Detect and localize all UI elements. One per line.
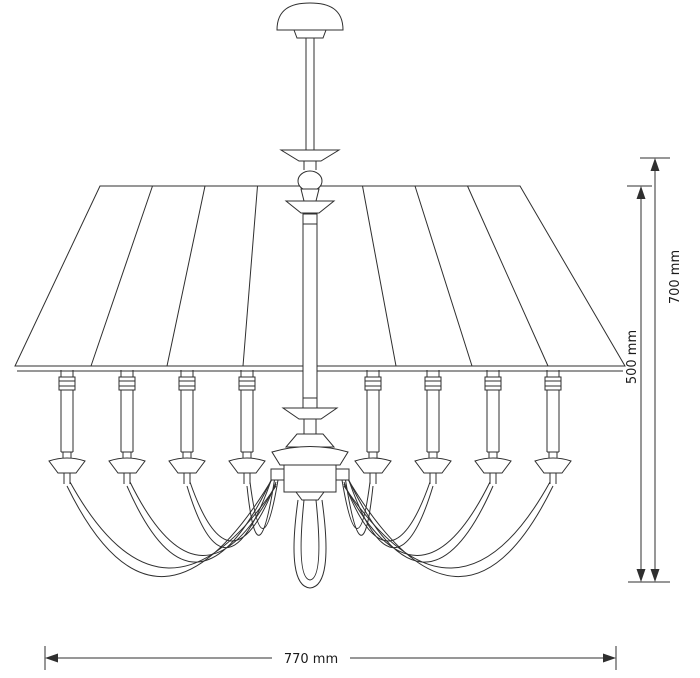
dimension-shade-height: 500 mm <box>625 186 652 582</box>
ceiling-canopy <box>277 3 343 38</box>
candle <box>414 369 452 485</box>
candle <box>48 369 86 485</box>
shade-height-dimension-label: 500 mm <box>625 330 640 384</box>
dimension-width: 770 mm <box>45 646 616 670</box>
dimension-overall-height: 700 mm <box>628 158 683 582</box>
overall-height-dimension-label: 700 mm <box>668 250 683 304</box>
arrow-left-icon <box>45 653 58 663</box>
candle <box>354 369 392 485</box>
candle <box>108 369 146 485</box>
lower-stem-and-hub <box>271 408 349 500</box>
arrow-right-icon <box>603 653 616 663</box>
chandelier-arms <box>67 470 553 588</box>
candle <box>474 369 512 485</box>
upper-finial <box>281 150 339 213</box>
arrow-up-icon <box>636 186 646 199</box>
width-dimension-label: 770 mm <box>284 652 338 667</box>
candle <box>228 369 266 485</box>
candle <box>534 369 572 485</box>
suspension-rod <box>306 38 314 150</box>
lamp-shade <box>15 186 625 371</box>
shade-pleat-seams <box>91 186 548 366</box>
candle <box>168 369 206 485</box>
central-column <box>303 214 317 408</box>
arrow-up-icon <box>650 158 660 171</box>
arm-hub-block <box>284 465 336 492</box>
arrow-down-icon <box>650 569 660 582</box>
arrow-down-icon <box>636 569 646 582</box>
